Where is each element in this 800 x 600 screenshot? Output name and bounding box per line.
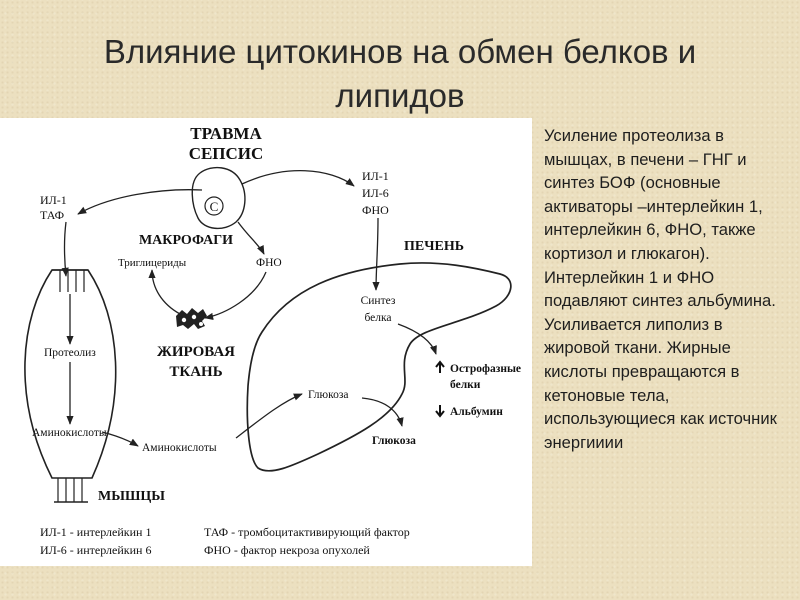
arrow-fat-to-triglycerides [148, 269, 181, 315]
muscles-label: МЫШЦЫ [98, 489, 165, 504]
arrow-cytokines-to-muscle [61, 221, 69, 277]
acute-phase-label-1: Острофазные [450, 363, 521, 375]
acute-phase-label-2: белки [450, 379, 481, 391]
arrow-to-right-cytokines [241, 170, 355, 187]
fat-tissue-label-2: ТКАНЬ [169, 364, 222, 380]
right-cytokine-il1: ИЛ-1 [362, 169, 389, 183]
title-line-2: липидов [335, 77, 465, 114]
aminoacids-outer-label: Аминокислоты [142, 442, 217, 454]
aminoacids-inner-label: Аминокислоты [32, 427, 107, 439]
title-line-1: Влияние цитокинов на обмен белков и [103, 33, 697, 70]
left-cytokine-il1: ИЛ-1 [40, 193, 67, 207]
macrophage-nucleus [204, 196, 224, 216]
legend-fno: ФНО - фактор некроза опухолей [204, 543, 370, 557]
cytokine-diagram: ТРАВМА СЕПСИС С МАКРОФАГИ ИЛ-1 ТАФ ИЛ-1 … [0, 118, 532, 566]
liver-outline [246, 262, 512, 472]
arrow-aminoacids-out [101, 431, 139, 447]
diagram-svg: ТРАВМА СЕПСИС С МАКРОФАГИ ИЛ-1 ТАФ ИЛ-1 … [24, 124, 521, 557]
arrow-cytokines-to-liver [372, 217, 380, 291]
macrophage-cell-shape [191, 166, 246, 229]
cell-letter: С [210, 199, 219, 214]
macrophages-label: МАКРОФАГИ [139, 233, 233, 248]
glucose-inner-label: Глюкоза [308, 389, 349, 401]
arrow-to-left-cytokines [77, 189, 203, 215]
right-cytokine-il6: ИЛ-6 [362, 186, 389, 200]
sepsis-label-text: СЕПСИС [189, 144, 264, 163]
right-cytokine-fno: ФНО [362, 203, 389, 217]
legend-taf: ТАФ - тромбоцитактивирующий фактор [204, 525, 410, 539]
glucose-outer-label: Глюкоза [372, 435, 416, 447]
arrow-glucose-out [361, 397, 404, 427]
liver-label: ПЕЧЕНЬ [404, 239, 464, 254]
muscle-outline [24, 269, 117, 479]
proteolysis-label: Протеолиз [44, 347, 96, 359]
arrow-amino-to-glucose [235, 393, 303, 439]
down-arrow-icon [435, 405, 445, 418]
side-description: Усиление протеолиза в мышцах, в печени –… [544, 126, 777, 452]
legend-il1: ИЛ-1 - интерлейкин 1 [40, 525, 151, 539]
triglycerides-label: Триглицериды [118, 257, 187, 269]
fat-tissue-label-1: ЖИРОВАЯ [157, 344, 235, 360]
fat-tissue-cluster [176, 308, 207, 329]
legend-il6: ИЛ-6 - интерлейкин 6 [40, 543, 151, 557]
arrow-synthesis-to-proteins [397, 323, 437, 355]
left-cytokine-taf: ТАФ [40, 208, 64, 222]
up-arrow-icon [435, 360, 445, 373]
albumin-label: Альбумин [450, 406, 503, 418]
trauma-label: ТРАВМА [190, 124, 262, 143]
synthesis-label-1: Синтез [361, 295, 396, 307]
arrow-fno-to-fat [204, 271, 267, 320]
slide-title: Влияние цитокинов на обмен белков и липи… [40, 30, 760, 118]
fno-label: ФНО [256, 257, 282, 269]
arrow-macrophage-to-fno [237, 221, 265, 255]
synthesis-label-2: белка [364, 312, 391, 324]
